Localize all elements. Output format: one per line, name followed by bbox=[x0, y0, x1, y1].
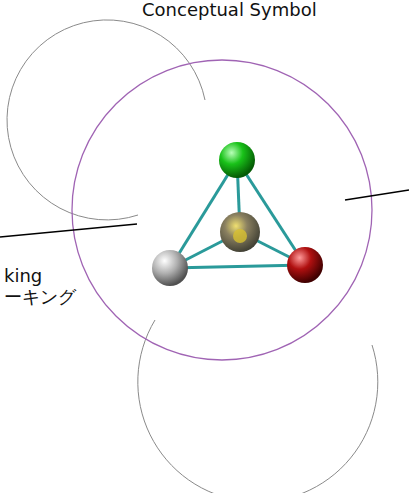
title-label: Conceptual Symbol bbox=[140, 0, 319, 20]
callout-label: ーキング bbox=[2, 287, 78, 307]
core-sphere bbox=[220, 212, 260, 252]
orbit-arc bbox=[7, 20, 205, 220]
core-dot bbox=[233, 229, 247, 243]
red-sphere bbox=[287, 247, 323, 283]
leader-line bbox=[345, 190, 409, 200]
outer-circle bbox=[72, 60, 372, 360]
callout-label: king bbox=[2, 266, 44, 286]
leader-line bbox=[0, 224, 137, 237]
green-sphere bbox=[219, 142, 255, 178]
orbit-arc bbox=[138, 320, 378, 493]
gray-sphere bbox=[152, 250, 188, 286]
